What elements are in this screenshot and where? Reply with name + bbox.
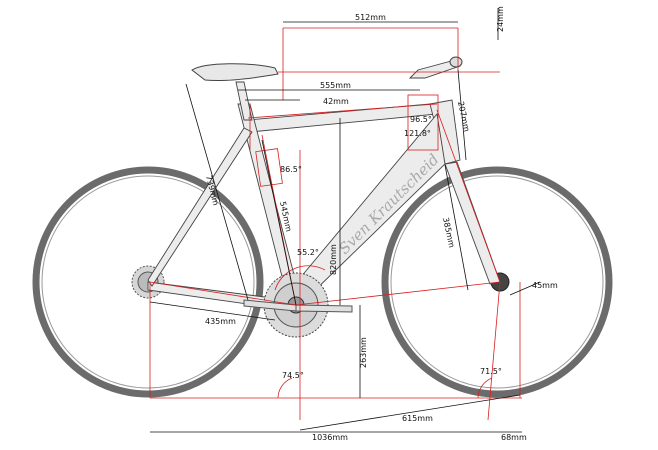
top-tube [247,103,438,133]
dim-head-angle-top: 96.5° [410,115,432,124]
dim-chainstay: 435mm [205,317,236,326]
dim-stem: 207mm [456,101,471,133]
dim-front-center: 615mm [402,414,433,423]
dim-bb-angle: 55.2° [297,248,319,257]
handlebar [449,56,463,68]
dim-wheelbase: 1036mm [312,433,348,442]
dimension-labels: 512mm 24mm 555mm 42mm 207mm 96.5° 121.8°… [204,6,558,442]
dim-seat-angle: 74.5° [282,371,304,380]
dim-setback: 42mm [323,97,349,106]
dimension-lines [149,8,541,433]
dim-fork: 385mm [441,217,456,249]
saddle [191,63,279,82]
dim-bb-height: 263mm [359,337,368,368]
dim-head-tube-angle: 121.8° [404,129,431,138]
dim-seat-tube-angle: 86.5° [280,165,302,174]
dim-head-angle: 71.5° [480,367,502,376]
geometry-lines [149,27,522,421]
dim-top-tube: 555mm [320,81,351,90]
dim-top-reach: 512mm [355,13,386,22]
seatstay [147,127,253,287]
dim-handlebar-drop: 24mm [496,6,505,32]
dim-trail: 68mm [501,433,527,442]
dim-stack: 820mm [329,244,338,275]
fork [444,161,501,285]
seatpost [235,81,253,121]
dim-offset: 45mm [532,281,558,290]
